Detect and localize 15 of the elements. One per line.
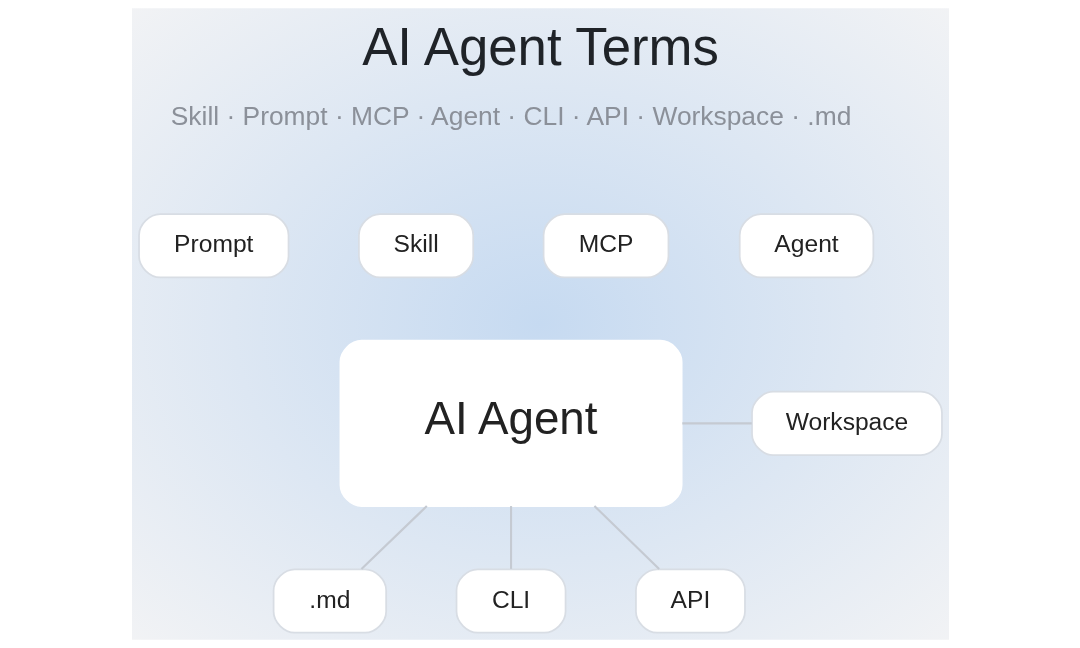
node-box: Skill: [357, 213, 474, 279]
node-box: Agent: [738, 213, 874, 279]
connector: [360, 505, 428, 570]
node-box: CLI: [455, 568, 566, 634]
node-box: AI Agent: [339, 339, 683, 507]
node-box: MCP: [542, 213, 669, 279]
node-box: Workspace: [750, 390, 943, 456]
node-box: Prompt: [137, 213, 289, 279]
label: Skill · Prompt · MCP · Agent · CLI · API · Workspace · .md: [170, 101, 851, 132]
diagram-title: AI Agent Terms: [361, 16, 719, 76]
node-box: .md: [272, 568, 387, 634]
node-box: API: [634, 568, 746, 634]
connector: [681, 422, 752, 425]
connector: [593, 505, 660, 570]
connector: [509, 506, 512, 569]
